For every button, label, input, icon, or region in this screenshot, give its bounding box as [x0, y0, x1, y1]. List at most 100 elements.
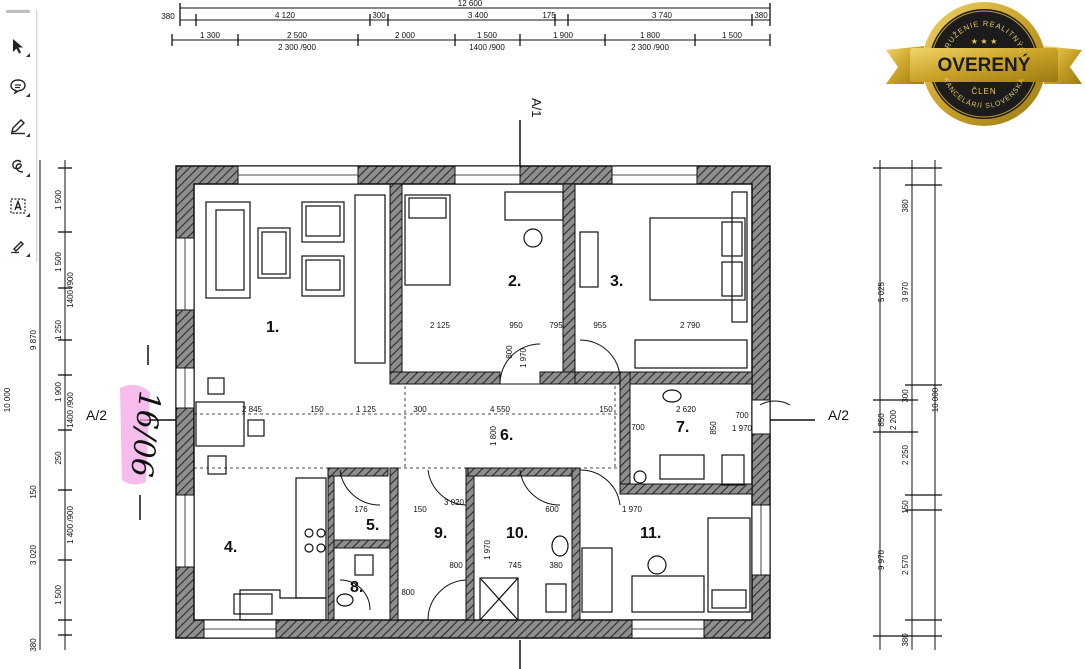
dim-text: 300: [372, 11, 386, 20]
right-dimension-texts: 380 3 970 5 025 300 850 2 200 2 250 150 …: [877, 199, 940, 647]
room-label-3: 3.: [610, 273, 623, 290]
dim-text: 1 970: [519, 347, 528, 368]
dim-text: 1 970: [732, 424, 753, 433]
dim-text: 380: [901, 633, 910, 647]
room-label-1: 1.: [266, 319, 279, 336]
dim-text: 700: [735, 411, 749, 420]
dim-text: 2 250: [901, 444, 910, 465]
room-label-8: 8.: [350, 579, 363, 596]
dim-text: 150: [599, 405, 613, 414]
room-label-5: 5.: [366, 517, 379, 534]
dim-text: 3 970: [901, 281, 910, 302]
dim-text: 12 600: [458, 0, 483, 8]
dim-text: 176: [354, 505, 368, 514]
dim-text: 1 970: [622, 505, 643, 514]
highlight-tool-button[interactable]: [4, 112, 32, 140]
dim-text: 2 300 /900: [278, 43, 316, 52]
handwritten-note: 16/06: [120, 345, 167, 520]
dim-text: 3 020: [29, 544, 38, 565]
dim-text: 745: [508, 561, 522, 570]
section-label-a2-left: A/2: [86, 407, 107, 423]
dim-text: 1 800: [640, 31, 661, 40]
comment-tool-button[interactable]: [4, 72, 32, 100]
dim-text: 800: [505, 345, 514, 359]
dim-text: 150: [29, 485, 38, 499]
dim-text: 1 300: [200, 31, 221, 40]
dim-text: 800: [449, 561, 463, 570]
dim-text: 1 125: [356, 405, 377, 414]
dim-text: 380: [161, 12, 175, 21]
room-label-7: 7.: [676, 419, 689, 436]
dim-text: 3 740: [652, 11, 673, 20]
dim-text: 2 000: [395, 31, 416, 40]
dim-text: 1 900: [54, 381, 63, 402]
dim-text: 380: [29, 638, 38, 652]
room-labels: 1. 2. 3. 4. 5. 6. 7. 8. 9. 10. 11.: [224, 273, 689, 596]
top-dimension-texts: 12 600 380 4 120 300 3 400 175 3 740 380…: [161, 0, 768, 52]
freehand-loop-icon: [12, 159, 24, 173]
sign-tool-button[interactable]: [4, 232, 32, 260]
dim-text: 1400 /900: [66, 272, 75, 308]
signature-pen-icon: [10, 241, 24, 254]
text-box-tool-button[interactable]: [4, 192, 32, 220]
dim-text: 1 250: [54, 319, 63, 340]
side-dimension-lines: [39, 160, 942, 650]
dim-text: 5 025: [877, 281, 886, 302]
dim-text: 1 500: [477, 31, 498, 40]
interior-walls: [327, 183, 753, 621]
room-label-2: 2.: [508, 273, 521, 290]
dim-text: 800: [401, 588, 415, 597]
dim-text: 1 500: [722, 31, 743, 40]
dim-text: 9 970: [877, 549, 886, 570]
dim-text: 10 000: [931, 387, 940, 412]
dim-text: 300: [901, 389, 910, 403]
text-box-icon: [10, 198, 26, 214]
dim-text: 2 570: [901, 554, 910, 575]
toolbar-grip[interactable]: [6, 10, 30, 13]
dim-text: 9 870: [29, 329, 38, 350]
dim-text: 380: [754, 11, 768, 20]
dim-text: 1400 /900: [66, 392, 75, 428]
dim-text: 600: [545, 505, 559, 514]
dim-text: 300: [413, 405, 427, 414]
furniture: [195, 191, 751, 621]
dim-text: 3 020: [444, 498, 465, 507]
dim-text: 380: [549, 561, 563, 570]
svg-text:★ ★ ★: ★ ★ ★: [971, 37, 998, 46]
dim-text: 10 000: [3, 387, 12, 412]
dim-text: 1400 /900: [469, 43, 505, 52]
badge-main-text: OVERENÝ: [938, 54, 1031, 76]
door-swings: [339, 339, 791, 621]
dim-text: 2 500: [287, 31, 308, 40]
dim-text: 1 400 /900: [66, 506, 75, 544]
interior-dimension-texts: 2 125 950 795 955 2 790 800 1 970 2 845 …: [242, 321, 753, 597]
dim-text: 1 500: [54, 189, 63, 210]
dim-text: 955: [593, 321, 607, 330]
dim-text: 150: [413, 505, 427, 514]
room-label-4: 4.: [224, 539, 237, 556]
dim-text: 1 500: [54, 251, 63, 272]
dim-text: 4 550: [490, 405, 511, 414]
dim-text: 850: [877, 413, 886, 427]
dim-text: 150: [901, 500, 910, 514]
dim-text: 4 120: [275, 11, 296, 20]
dim-text: 950: [509, 321, 523, 330]
dim-text: 1 800: [489, 425, 498, 446]
dim-text: 2 620: [676, 405, 697, 414]
annotation-toolbar: [0, 10, 37, 262]
dim-text: 3 400: [468, 11, 489, 20]
dim-text: 175: [542, 11, 556, 20]
dim-text: 850: [709, 421, 718, 435]
dim-text: 1 970: [483, 539, 492, 560]
cursor-arrow-icon: [13, 39, 23, 54]
dim-text: 795: [549, 321, 563, 330]
dim-text: 380: [901, 199, 910, 213]
outer-walls: [175, 165, 771, 639]
dim-text: 250: [54, 451, 63, 465]
verified-member-badge: ZDRUŽENIE REALITNÝCH ★ ★ ★ OVERENÝ ČLEN …: [886, 2, 1082, 126]
dim-text: 2 790: [680, 321, 701, 330]
select-tool-button[interactable]: [4, 32, 32, 60]
draw-tool-button[interactable]: [4, 152, 32, 180]
dim-text: 150: [310, 405, 324, 414]
